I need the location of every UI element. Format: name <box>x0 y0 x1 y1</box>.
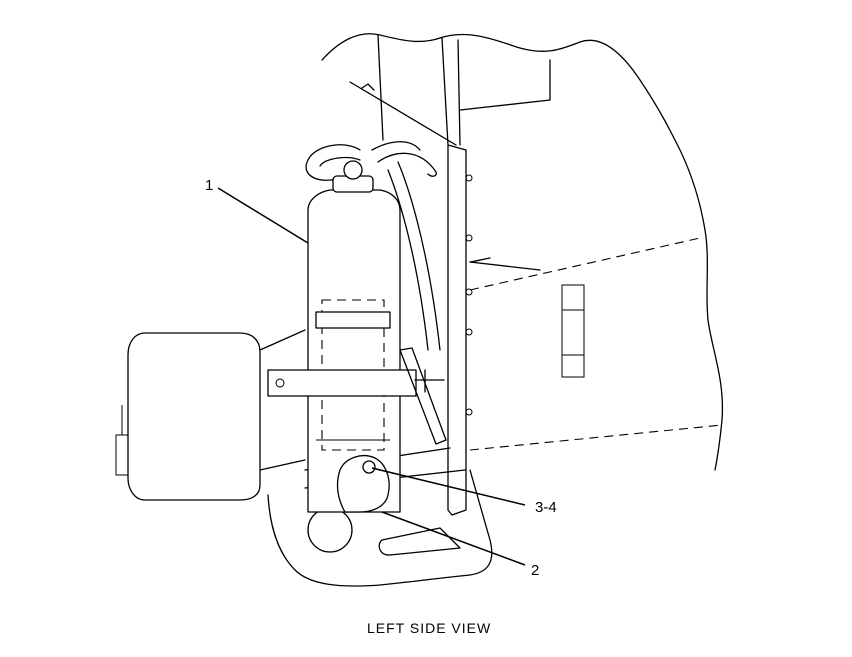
mounting-plate <box>447 144 473 516</box>
leader-lines <box>217 187 526 566</box>
lower-bracket <box>267 447 493 587</box>
side-box <box>115 329 306 501</box>
view-caption: LEFT SIDE VIEW <box>367 620 491 636</box>
clamp-strap <box>267 347 447 445</box>
frame-outline <box>321 33 724 471</box>
extinguisher-hose <box>305 141 441 351</box>
latch-plate <box>336 455 390 513</box>
callout-1: 1 <box>205 177 213 194</box>
callout-2: 2 <box>531 562 539 579</box>
callout-3-4: 3-4 <box>535 499 557 516</box>
